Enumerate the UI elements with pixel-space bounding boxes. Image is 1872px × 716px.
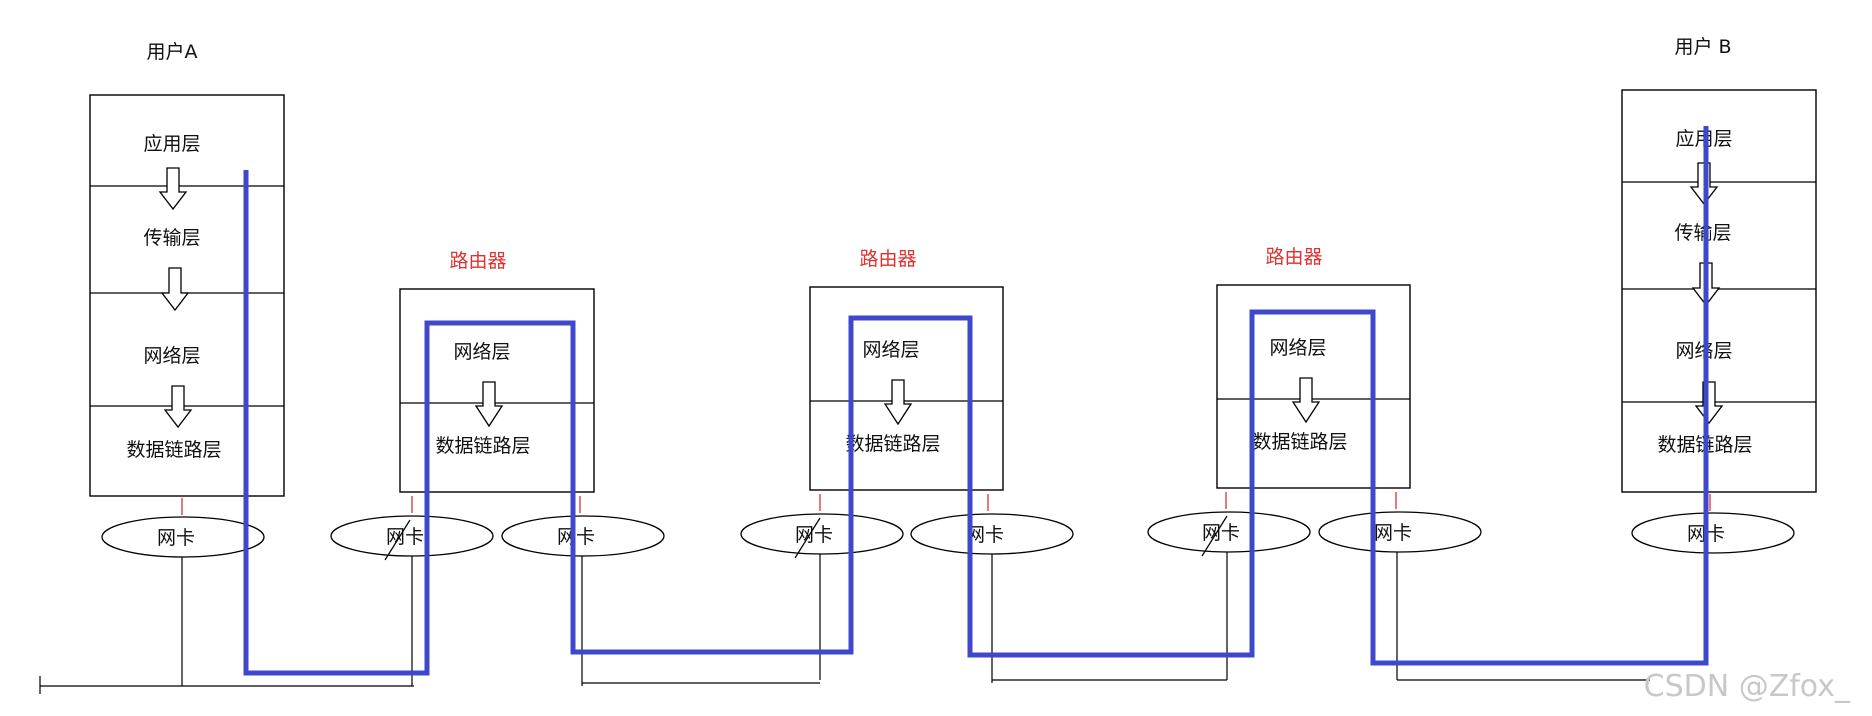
down-arrow-icon — [158, 167, 188, 211]
router-title: 路由器 — [859, 248, 916, 270]
nic-label: 网卡 — [1202, 522, 1240, 544]
host-a-stack — [89, 94, 285, 497]
router-stack — [1216, 284, 1411, 489]
router-3: 路由器 网络层 数据链路层 网卡 网卡 — [1147, 246, 1482, 680]
layer-label: 传输层 — [143, 227, 200, 249]
router-2: 路由器 网络层 数据链路层 网卡 网卡 — [740, 248, 1074, 683]
layer-label: 网络层 — [143, 345, 200, 367]
host-b-title: 用户 B — [1674, 36, 1731, 58]
layer-label: 数据链路层 — [845, 433, 940, 455]
down-arrow-icon — [883, 379, 913, 426]
layer-label: 网络层 — [1269, 337, 1326, 359]
host-b: 用户 B 应用层 传输层 网络层 数据链路层 网卡 — [1621, 36, 1817, 554]
nic-label: 网卡 — [795, 524, 833, 546]
host-a: 用户A 应用层 传输层 网络层 数据链路层 网卡 — [89, 41, 285, 686]
layer-label: 数据链路层 — [1252, 431, 1347, 453]
nic-slash — [794, 517, 821, 559]
nic-ellipse — [740, 513, 904, 555]
nic-label: 网卡 — [966, 524, 1004, 546]
layer-label: 传输层 — [1674, 222, 1731, 244]
down-arrow-icon — [160, 267, 190, 312]
nic-label: 网卡 — [557, 526, 595, 548]
layer-label: 应用层 — [143, 133, 200, 155]
nic-ellipse — [101, 516, 265, 558]
nic-ellipse — [1318, 511, 1482, 553]
nic-ellipse — [1147, 511, 1311, 553]
router-1: 路由器 网络层 数据链路层 网卡 网卡 — [330, 250, 665, 686]
router-title: 路由器 — [1265, 246, 1322, 268]
nic-slash — [1201, 515, 1228, 557]
data-flow-path — [243, 126, 1709, 676]
down-arrow-icon — [1694, 381, 1724, 425]
nic-ellipse — [501, 515, 665, 557]
down-arrow-icon — [1291, 377, 1321, 424]
watermark: CSDN @Zfox_ — [1644, 669, 1851, 704]
down-arrow-icon — [163, 385, 193, 429]
nic-slash — [384, 519, 411, 561]
layer-label: 数据链路层 — [435, 435, 530, 457]
layer-label: 网络层 — [862, 339, 919, 361]
nic-ellipse — [1631, 512, 1795, 554]
links — [39, 676, 1650, 694]
router-title: 路由器 — [449, 250, 506, 272]
host-a-title: 用户A — [147, 41, 198, 63]
layer-label: 数据链路层 — [126, 439, 221, 461]
down-arrow-icon — [474, 381, 504, 428]
nic-label: 网卡 — [1374, 522, 1412, 544]
host-b-stack — [1621, 89, 1817, 493]
nic-label: 网卡 — [386, 526, 424, 548]
layer-label: 网络层 — [453, 341, 510, 363]
nic-label: 网卡 — [157, 527, 195, 549]
